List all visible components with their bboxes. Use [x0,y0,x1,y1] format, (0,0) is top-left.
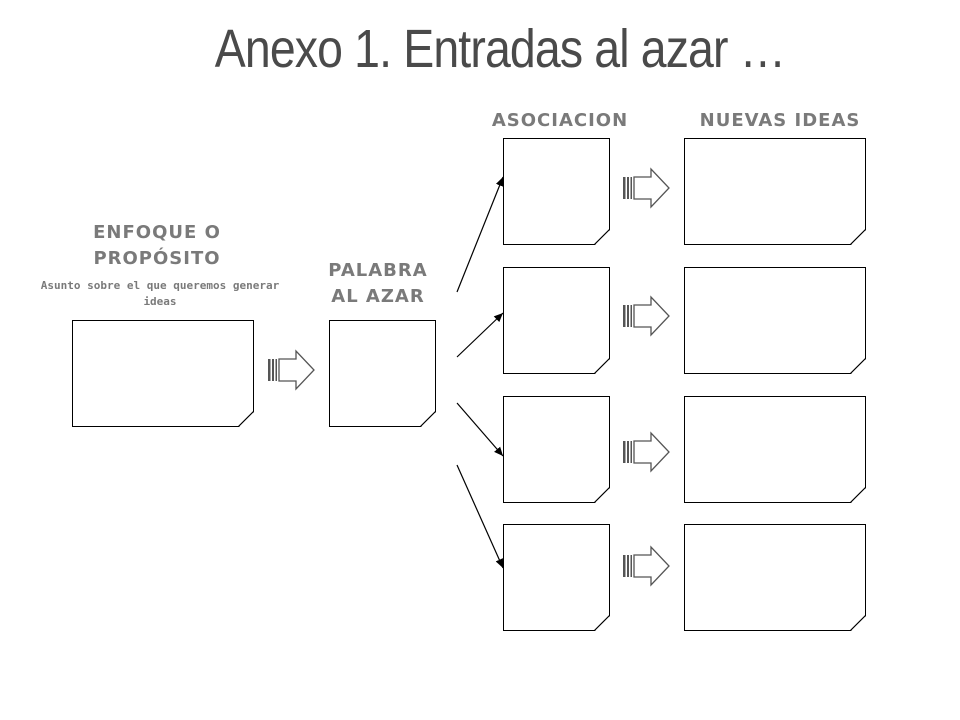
note-nuevas-ideas-2[interactable] [684,267,866,374]
connector-line-3 [456,402,504,457]
block-arrow-row-1 [622,168,670,208]
block-arrow-row-3 [622,432,670,472]
note-asociacion-1[interactable] [503,138,610,245]
folded-corner-icon [850,358,866,374]
note-asociacion-4[interactable] [503,524,610,631]
note-palabra[interactable] [329,320,436,427]
label-nuevas-ideas: NUEVAS IDEAS [699,110,861,131]
connector-line-2 [456,312,504,358]
folded-corner-icon [594,487,610,503]
note-asociacion-2[interactable] [503,267,610,374]
folded-corner-icon [850,615,866,631]
folded-corner-icon [420,411,436,427]
note-nuevas-ideas-4[interactable] [684,524,866,631]
connector-line-4 [456,464,504,569]
folded-corner-icon [594,615,610,631]
label-asociacion: ASOCIACION [491,110,629,131]
block-arrow-enfoque [267,350,315,390]
note-nuevas-ideas-1[interactable] [684,138,866,245]
folded-corner-icon [594,358,610,374]
note-enfoque[interactable] [72,320,254,427]
label-enfoque: ENFOQUE O PROPÓSITO [93,222,221,269]
label-palabra: PALABRA AL AZAR [328,260,428,307]
folded-corner-icon [594,229,610,245]
connector-line-1 [456,176,504,293]
folded-corner-icon [238,411,254,427]
folded-corner-icon [850,229,866,245]
note-nuevas-ideas-3[interactable] [684,396,866,503]
block-arrow-row-4 [622,546,670,586]
page-title: Anexo 1. Entradas al azar … [214,19,786,79]
note-asociacion-3[interactable] [503,396,610,503]
folded-corner-icon [850,487,866,503]
block-arrow-row-2 [622,296,670,336]
label-enfoque-sub: Asunto sobre el que queremos generar ide… [40,279,280,308]
